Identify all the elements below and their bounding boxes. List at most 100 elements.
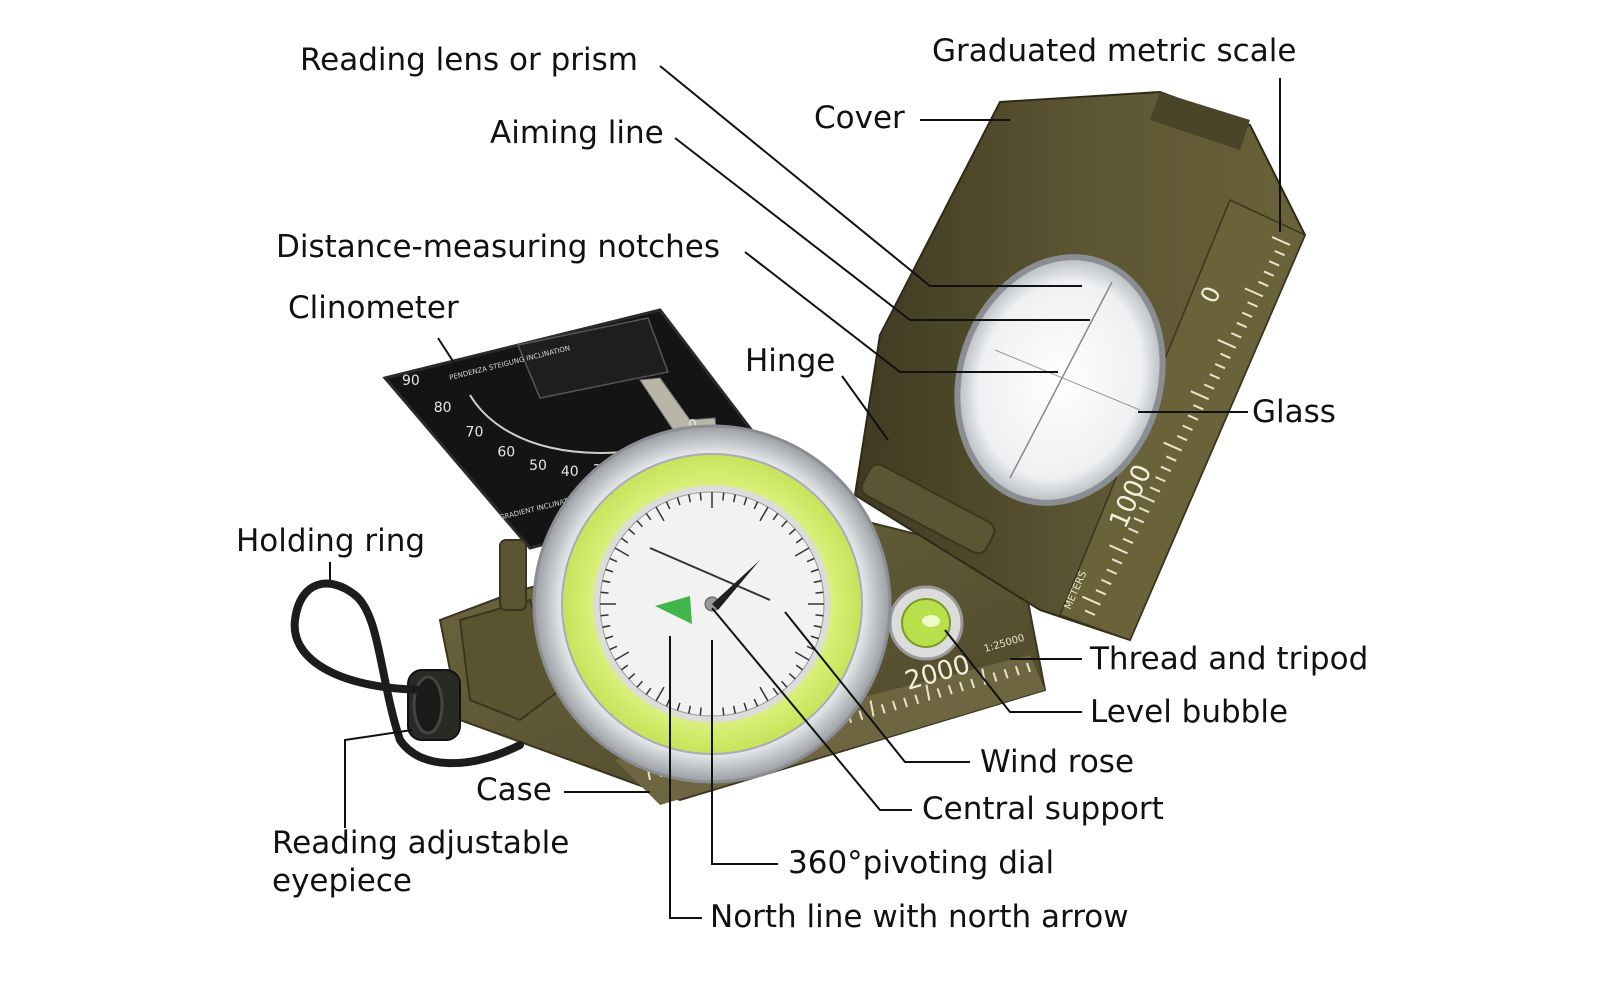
clinometer-number: 80 (434, 400, 452, 416)
dial-tick (788, 528, 796, 535)
cover-glass (954, 254, 1166, 506)
label-eyepiece-line2: eyepiece (272, 863, 412, 899)
base-tick (891, 700, 897, 711)
dial-tick (806, 557, 815, 563)
cover-tick (1236, 321, 1248, 329)
dial-tick (699, 707, 702, 716)
label-reading-lens: Reading lens or prism (300, 42, 638, 78)
cover-tick (1190, 390, 1210, 401)
leader-hinge (841, 375, 889, 441)
dial-tick (645, 512, 652, 521)
cover-tick (1193, 404, 1204, 411)
base-tick (958, 681, 964, 692)
cover-tick (1109, 544, 1128, 555)
cover-tick (1160, 465, 1172, 473)
base-tick (992, 672, 998, 682)
dial-tick (628, 673, 636, 680)
leader-distance-notches (744, 251, 1058, 373)
label-distance-notches: Distance-measuring notches (276, 229, 721, 265)
cover-tick (1241, 311, 1253, 318)
cover-tick (1263, 270, 1275, 277)
leader-pivoting-dial (711, 640, 778, 865)
dial-tick (614, 547, 630, 557)
base-tick (947, 684, 953, 695)
cover-tick (1187, 414, 1199, 421)
base-tick (880, 703, 886, 714)
cover-tick (1149, 486, 1161, 493)
cover-tick (1271, 236, 1291, 246)
leader-north-line (669, 636, 702, 919)
clinometer-hinge-left (499, 539, 527, 611)
cover-tick (1182, 424, 1193, 431)
dial-tick (753, 698, 759, 707)
leader-central-support (711, 607, 912, 811)
main-hinge (860, 463, 996, 555)
cover-tick (1165, 455, 1177, 462)
leader-eyepiece (344, 729, 413, 828)
dial-tick (794, 651, 810, 661)
dial-tick (636, 680, 643, 688)
label-hinge: Hinge (745, 343, 836, 379)
cover-tick (1122, 537, 1134, 544)
dial-tick (810, 568, 819, 573)
cover-tick (1084, 609, 1096, 616)
dial-tick (732, 494, 737, 503)
label-eyepiece-line1: Reading adjustable (272, 825, 570, 861)
cover-tick (1082, 595, 1101, 606)
cover-tick (1138, 506, 1150, 514)
cover-tick (1214, 363, 1226, 370)
dial-tick (813, 579, 822, 584)
dial-tick (753, 501, 759, 510)
dial-tick (795, 664, 804, 671)
dial-tick (743, 497, 748, 506)
leader-lines (329, 65, 1281, 919)
clinometer-number: 70 (466, 424, 484, 440)
dial-tick (620, 537, 629, 544)
clinometer-number: 90 (402, 373, 420, 389)
dial-tick (655, 506, 665, 522)
cover-sight-tab (1150, 92, 1250, 150)
base-tick (936, 688, 942, 698)
dial-tick (602, 624, 611, 629)
dial-tick (795, 537, 804, 544)
base-tick (903, 697, 909, 708)
dial-tick (806, 645, 815, 651)
dial-tick (600, 614, 609, 617)
dial-tick (788, 673, 796, 680)
dial-tick (687, 494, 692, 503)
dial-tick (676, 497, 681, 506)
dial-tick (645, 687, 652, 696)
dial-tick (699, 492, 702, 501)
eyepiece-lens (412, 675, 444, 735)
cover-tick (1209, 373, 1220, 380)
base-tick (970, 678, 976, 689)
cover-tick (1258, 280, 1269, 288)
leader-reading-lens (659, 65, 1082, 287)
cover-tick (1163, 441, 1183, 452)
base-tick (1014, 665, 1020, 676)
dial-tick (602, 579, 611, 584)
dial-tick (620, 664, 629, 671)
leader-clinometer (437, 337, 461, 373)
cover-tick (1133, 517, 1145, 524)
cover-tick (1100, 578, 1112, 586)
dial-tick (772, 512, 779, 521)
cover-tick (1106, 568, 1118, 575)
cover-tick (1176, 434, 1188, 442)
dial-tick (609, 645, 618, 651)
dial-tick (636, 520, 643, 528)
base-tick (981, 668, 987, 685)
north-line (649, 547, 771, 601)
dial-tick (781, 520, 788, 528)
cover-tick (1203, 383, 1215, 390)
leader-wind-rose (784, 611, 970, 763)
dial-tick (676, 702, 681, 711)
label-north-line: North line with north arrow (710, 899, 1129, 935)
label-glass: Glass (1252, 394, 1336, 430)
base-tick (914, 694, 920, 705)
cover-tick (1247, 301, 1258, 308)
leader-level-bubble (944, 629, 1082, 713)
level-bubble (922, 615, 940, 627)
cover-tick (1274, 249, 1285, 257)
